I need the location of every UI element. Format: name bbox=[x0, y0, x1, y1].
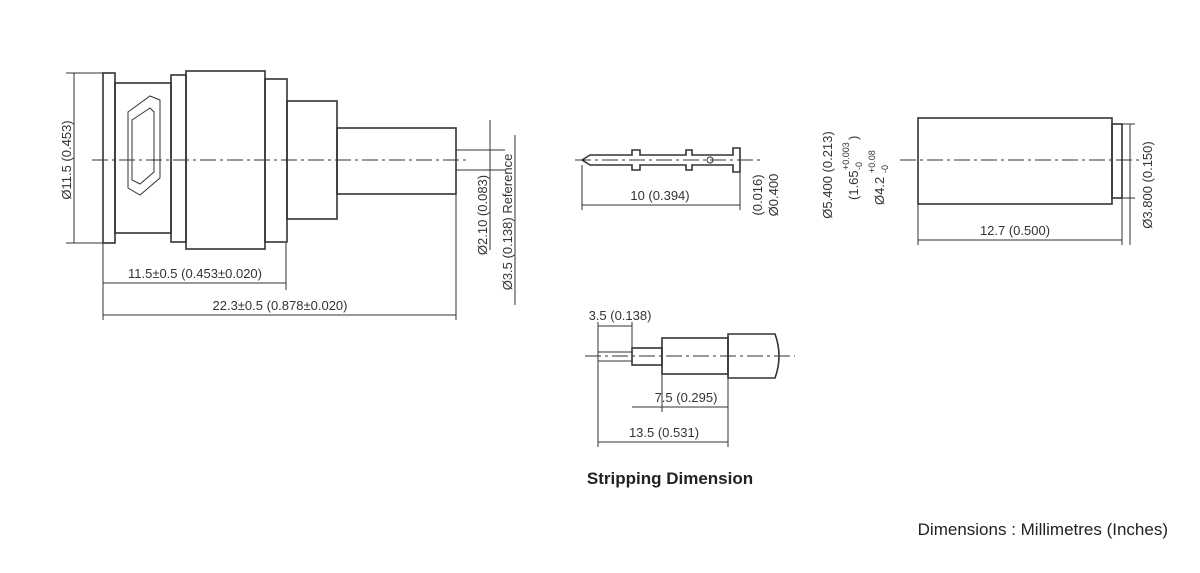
bayonet-slot bbox=[127, 95, 161, 196]
dim-strip-c: 13.5 (0.531) bbox=[629, 425, 699, 440]
connector-front-flange bbox=[102, 72, 116, 244]
ferrule-body bbox=[917, 117, 1113, 205]
stripping-title: Stripping Dimension bbox=[587, 469, 753, 488]
ferrule-end bbox=[1111, 123, 1123, 199]
contact-pin-view: 10 (0.394) (0.016) Ø0.400 bbox=[575, 147, 781, 217]
ferrule-view: 12.7 (0.500) Ø3.800 (0.150) Ø5.400 (0.21… bbox=[820, 117, 1155, 245]
dim-ferrule-length: 12.7 (0.500) bbox=[980, 223, 1050, 238]
dim-front-length: 11.5±0.5 (0.453±0.020) bbox=[128, 266, 262, 281]
dim-pin-tip-diameter: Ø0.400 bbox=[766, 174, 781, 217]
connector-ring bbox=[170, 74, 187, 243]
dim-ferrule-outer-diameter: Ø5.400 (0.213) bbox=[820, 131, 835, 218]
dim-ferrule-tolerance: (1.65 +0.003 -0 ) bbox=[841, 136, 864, 200]
tol-low: -0 bbox=[854, 162, 864, 170]
tol-up: +0.003 bbox=[841, 142, 851, 170]
connector-bayonet-sleeve bbox=[114, 82, 172, 234]
pin-hole bbox=[706, 156, 714, 164]
stripping-view: 3.5 (0.138) 7.5 (0.295) 13.5 (0.531) Str… bbox=[585, 308, 795, 488]
inner-dia: Ø4.2 bbox=[872, 177, 887, 205]
dim-strip-b: 7.5 (0.295) bbox=[655, 390, 718, 405]
cable-jacket bbox=[727, 333, 780, 379]
tol-close: ) bbox=[846, 136, 861, 140]
bayonet-slot-inner bbox=[131, 107, 155, 185]
tol-main: (1.65 bbox=[846, 170, 861, 200]
dim-ref-diameter: Ø3.5 (0.138) Reference bbox=[500, 154, 515, 291]
dim-pin-tip-inch: (0.016) bbox=[750, 174, 765, 215]
dim-total-length: 22.3±0.5 (0.878±0.020) bbox=[213, 298, 348, 313]
inner-dia-low: -0 bbox=[880, 165, 890, 173]
dim-ferrule-right-diameter: Ø3.800 (0.150) bbox=[1140, 141, 1155, 228]
bnc-connector-view: Ø11.5 (0.453) 11.5±0.5 (0.453±0.020) 22.… bbox=[59, 70, 516, 320]
units-note: Dimensions : Millimetres (Inches) bbox=[918, 520, 1168, 539]
dim-strip-a: 3.5 (0.138) bbox=[589, 308, 652, 323]
dim-body-diameter: Ø11.5 (0.453) bbox=[59, 120, 74, 199]
inner-dia-up: +0.08 bbox=[867, 150, 877, 173]
coupling-nut bbox=[185, 70, 266, 250]
dim-ferrule-inner-diameter: Ø4.2 +0.08 -0 bbox=[867, 150, 890, 205]
dim-pin-length: 10 (0.394) bbox=[630, 188, 689, 203]
dim-pin-diameter: Ø2.10 (0.083) bbox=[475, 175, 490, 255]
crimp-sleeve bbox=[336, 127, 457, 195]
contact-pin bbox=[580, 147, 741, 173]
